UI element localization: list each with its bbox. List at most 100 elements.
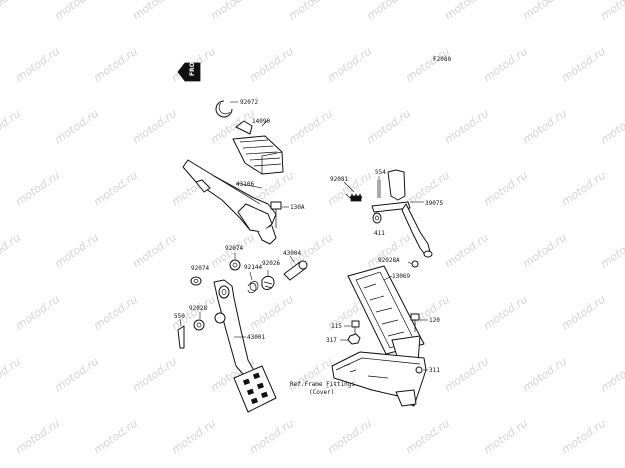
- front-arrow-icon: FRONT: [177, 52, 201, 82]
- label-39075: 39075: [425, 200, 443, 207]
- part-bolt-120: [410, 313, 428, 332]
- label-120: 120: [429, 317, 440, 324]
- watermark-text: motod.ru: [169, 417, 218, 457]
- watermark-text: motod.ru: [559, 293, 608, 333]
- watermark-text: motod.ru: [52, 0, 101, 22]
- watermark-text: motod.ru: [442, 0, 491, 22]
- label-92144: 92144: [244, 264, 262, 271]
- watermark-text: motod.ru: [481, 417, 530, 457]
- watermark-text: motod.ru: [130, 231, 179, 271]
- watermark-text: motod.ru: [598, 231, 625, 271]
- watermark-text: motod.ru: [598, 107, 625, 147]
- part-lever-boot: [232, 119, 284, 175]
- watermark-text: motod.ru: [481, 169, 530, 209]
- watermark-text: motod.ru: [325, 45, 374, 85]
- watermark-text: motod.ru: [130, 107, 179, 147]
- watermark-text: motod.ru: [520, 355, 569, 395]
- watermark-text: motod.ru: [325, 417, 374, 457]
- watermark-text: motod.ru: [208, 0, 257, 22]
- watermark-text: motod.ru: [442, 231, 491, 271]
- watermark-text: motod.ru: [52, 107, 101, 147]
- label-92028: 92028: [189, 305, 207, 312]
- watermark-text: motod.ru: [91, 169, 140, 209]
- watermark-text: motod.ru: [364, 0, 413, 22]
- watermark-text: motod.ru: [442, 107, 491, 147]
- watermark-text: motod.ru: [130, 0, 179, 22]
- label-14090: 14090: [252, 118, 270, 125]
- watermark-text: motod.ru: [13, 169, 62, 209]
- part-bushing-92074a: [229, 253, 241, 271]
- label-411: 411: [374, 230, 385, 237]
- watermark-text: motod.ru: [247, 293, 296, 333]
- watermark-text: motod.ru: [481, 293, 530, 333]
- watermark-text: motod.ru: [325, 169, 374, 209]
- watermark-text: motod.ru: [520, 107, 569, 147]
- part-collar-92028: [193, 312, 205, 331]
- label-130A: 130A: [290, 204, 305, 211]
- watermark-text: motod.ru: [403, 417, 452, 457]
- watermark-text: motod.ru: [559, 45, 608, 85]
- watermark-text: motod.ru: [91, 45, 140, 85]
- watermark-text: motod.ru: [52, 355, 101, 395]
- part-brake-lever: [182, 159, 277, 245]
- watermark-text: motod.ru: [130, 355, 179, 395]
- watermark-text: motod.ru: [0, 0, 23, 22]
- watermark-text: motod.ru: [91, 293, 140, 333]
- part-bushing-92074b: [190, 276, 202, 286]
- watermark-text: motod.ru: [520, 0, 569, 22]
- label-43106: 43106: [236, 181, 254, 188]
- part-nut-317: [340, 333, 361, 345]
- label-92028A: 92028A: [378, 257, 400, 264]
- label-554: 554: [375, 169, 386, 176]
- watermark-text: motod.ru: [91, 417, 140, 457]
- label-92074-upper: 92074: [225, 245, 243, 252]
- diagram-code: F2080: [433, 56, 451, 63]
- part-washer-411: [372, 212, 382, 224]
- watermark-text: motod.ru: [403, 45, 452, 85]
- watermark-text: motod.ru: [520, 231, 569, 271]
- watermark-text: motod.ru: [442, 355, 491, 395]
- watermark-text: motod.ru: [559, 169, 608, 209]
- label-115: 115: [331, 323, 342, 330]
- label-550: 550: [174, 313, 185, 320]
- watermark-text: motod.ru: [13, 45, 62, 85]
- label-317: 317: [326, 337, 337, 344]
- label-92074-lower: 92074: [191, 265, 209, 272]
- label-43001: 43001: [247, 334, 265, 341]
- part-rod-link: [371, 169, 433, 258]
- part-spring-92026: [261, 270, 275, 290]
- watermark-text: motod.ru: [559, 417, 608, 457]
- part-pivot-shaft: [283, 255, 308, 281]
- label-92072: 92072: [240, 99, 258, 106]
- watermark-text: motod.ru: [0, 355, 23, 395]
- part-brake-pedal: [213, 279, 277, 413]
- watermark-text: motod.ru: [286, 0, 335, 22]
- watermark-text: motod.ru: [52, 231, 101, 271]
- label-92081: 92081: [330, 176, 348, 183]
- ref-frame-cover-label: (Cover): [309, 389, 334, 396]
- label-311: 311: [429, 367, 440, 374]
- label-13069: 13069: [392, 273, 410, 280]
- watermark-text: motod.ru: [286, 107, 335, 147]
- watermark-text: motod.ru: [598, 355, 625, 395]
- watermark-text: motod.ru: [598, 0, 625, 22]
- part-bolt-130a: [270, 201, 289, 228]
- watermark-text: motod.ru: [13, 293, 62, 333]
- part-spring-92144: [247, 271, 259, 294]
- watermark-text: motod.ru: [481, 45, 530, 85]
- ref-frame-fittings-label: Ref.Frame Fittings: [290, 381, 355, 388]
- watermark-text: motod.ru: [247, 45, 296, 85]
- label-43004: 43004: [283, 250, 301, 257]
- front-mark-text: FRONT: [189, 52, 196, 76]
- part-snap-ring: [215, 100, 238, 118]
- part-spring-92081: [343, 181, 363, 202]
- watermark-text: motod.ru: [13, 417, 62, 457]
- part-frame-cover: [325, 351, 428, 407]
- watermark-text: motod.ru: [247, 417, 296, 457]
- watermark-text: motod.ru: [364, 231, 413, 271]
- watermark-text: motod.ru: [0, 231, 23, 271]
- watermark-text: motod.ru: [364, 107, 413, 147]
- part-cotter-pin: [377, 176, 381, 198]
- label-92026: 92026: [262, 260, 280, 267]
